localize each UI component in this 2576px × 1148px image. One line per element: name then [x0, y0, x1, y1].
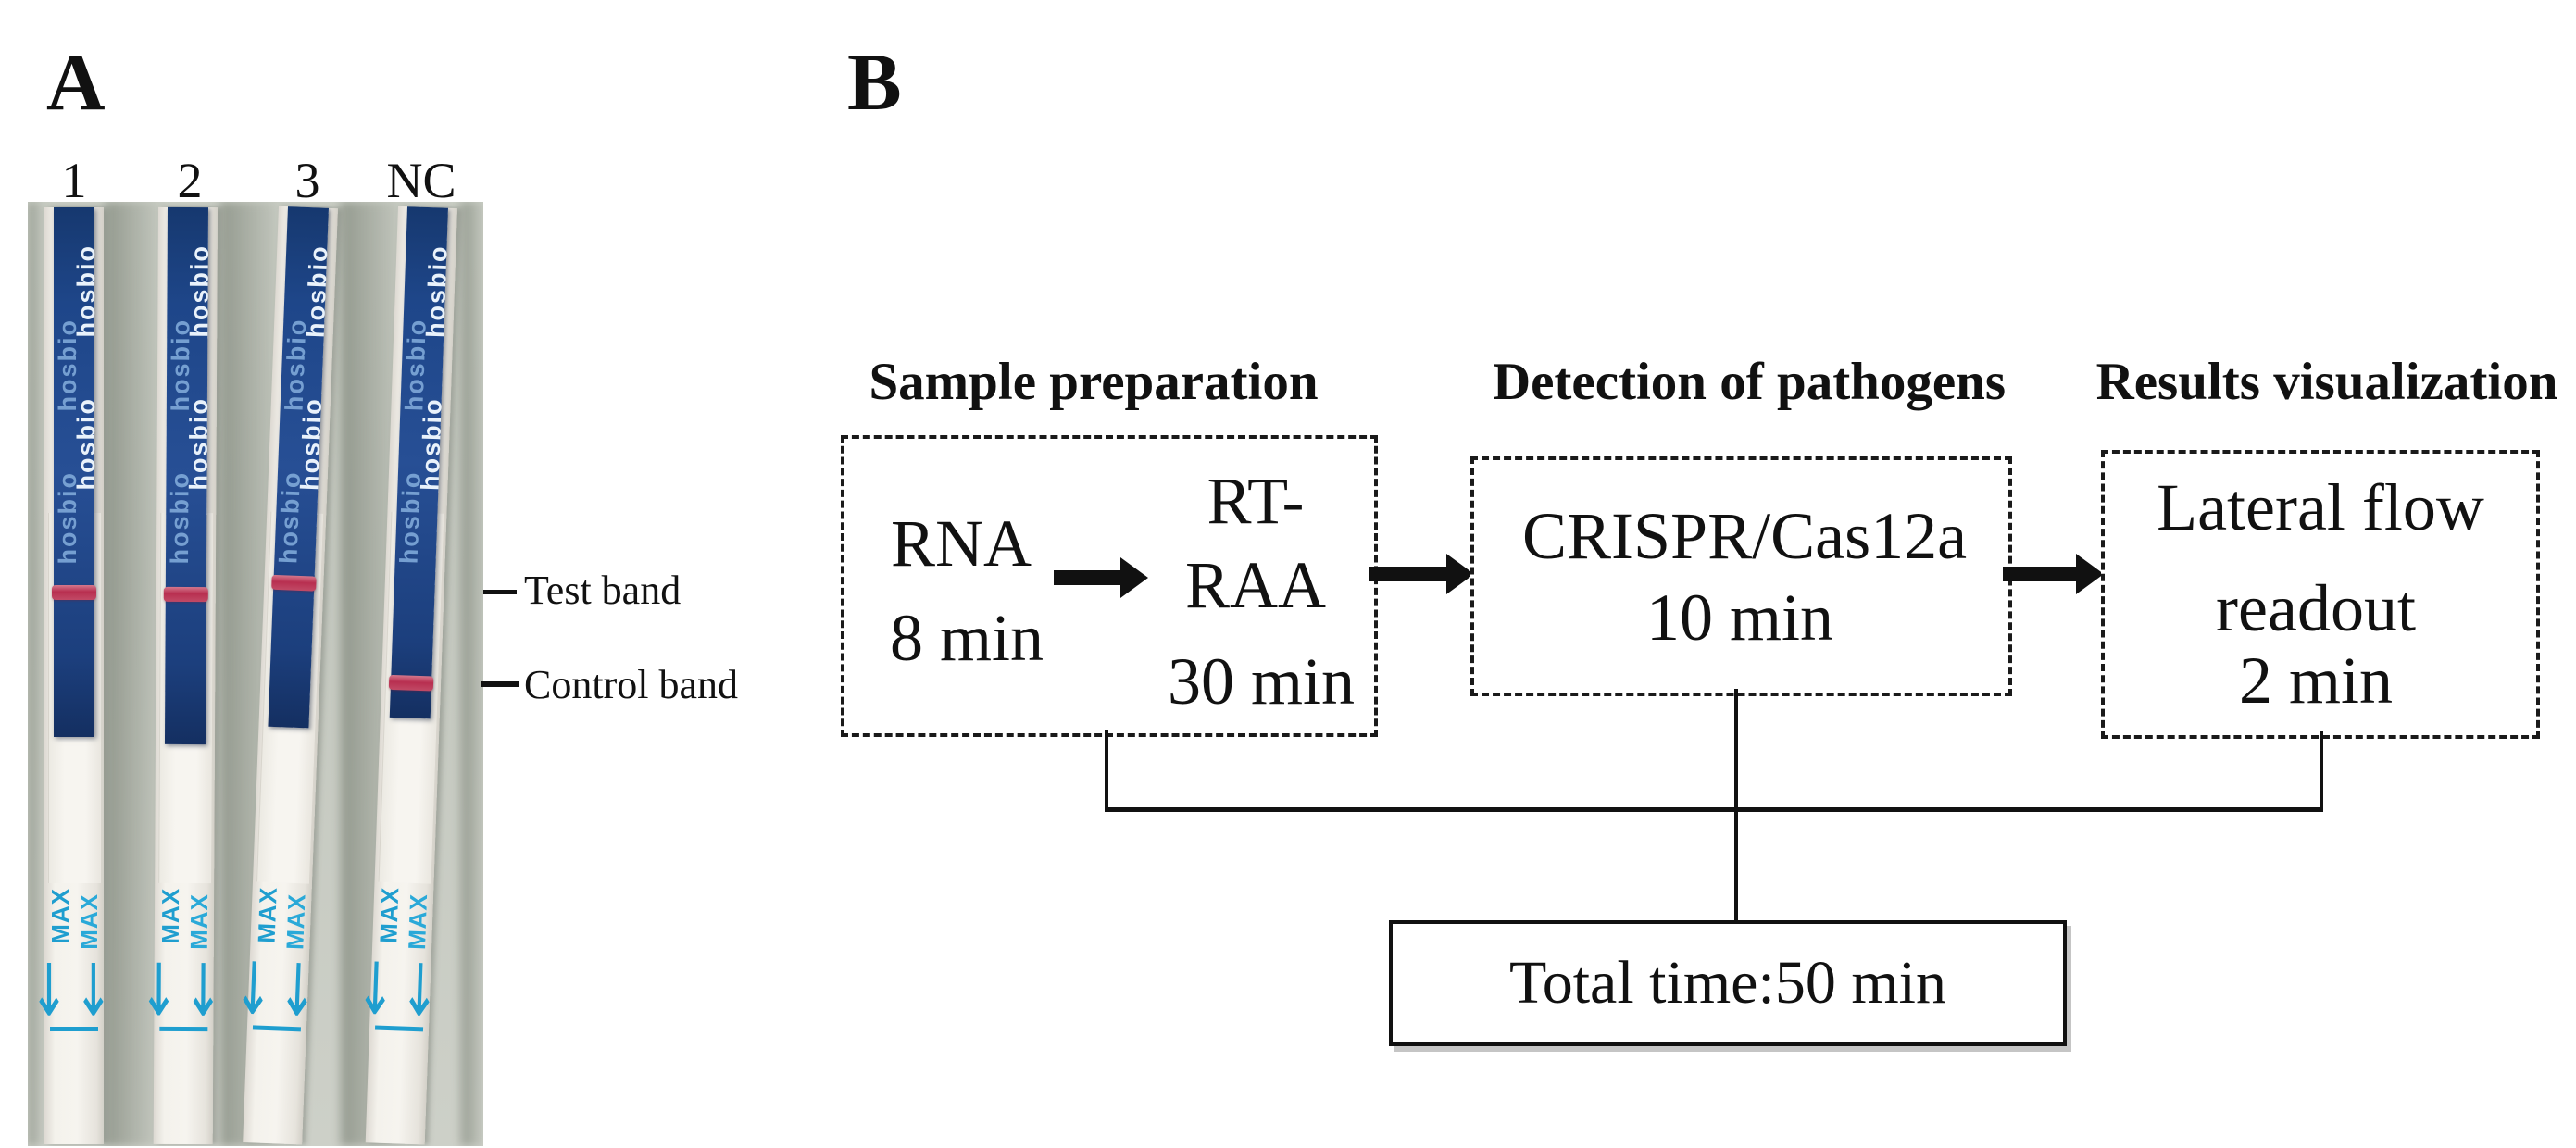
flow-arrow-icon: [2003, 554, 2104, 594]
down-arrows-icon: ↓↓: [30, 948, 119, 1032]
step-crispr: CRISPR/Cas12a: [1521, 499, 1968, 573]
connector-line: [1734, 689, 1738, 922]
strip-label-2: 2: [177, 153, 203, 208]
max-line: [50, 1026, 98, 1031]
stage-heading-results: Results visualization: [2095, 353, 2558, 411]
test-band: [52, 585, 96, 600]
test-band-annotation: Test band: [524, 568, 682, 613]
stage-heading-detection: Detection of pathogens: [1492, 353, 2007, 411]
step-rt-time: 30 min: [1167, 644, 1356, 718]
flow-box-lateral-flow: Lateral flow readout 2 min: [2101, 450, 2540, 739]
step-lateral-flow: Lateral flow: [2157, 470, 2484, 544]
down-arrows-icon: ↓↓: [139, 948, 229, 1033]
flow-box-crispr: CRISPR/Cas12a 10 min: [1470, 456, 2012, 696]
flow-arrow-icon: [1054, 557, 1148, 598]
step-raa: RAA: [1184, 548, 1327, 622]
strip-label-nc: NC: [386, 153, 456, 208]
test-band-pointer-dash: [483, 590, 517, 594]
down-arrows-icon: ↓↓: [355, 946, 446, 1033]
strip-label-3: 3: [294, 153, 320, 208]
connector-line: [1105, 730, 1108, 811]
step-crispr-time: 10 min: [1645, 580, 1834, 655]
test-band: [163, 586, 208, 603]
total-time-box: Total time:50 min: [1389, 920, 2067, 1046]
connector-line: [1105, 807, 2323, 812]
control-band-pointer-dash: [481, 681, 519, 687]
photo-shadow: [106, 202, 159, 1146]
photo-shadow: [461, 202, 483, 1146]
connector-line: [2320, 731, 2323, 811]
step-rt: RT-: [1207, 464, 1305, 538]
total-time-text: Total time:50 min: [1509, 949, 1946, 1017]
step-rna: RNA: [890, 506, 1032, 580]
stage-heading-sample-preparation: Sample preparation: [869, 353, 1319, 411]
step-readout: readout: [2216, 571, 2416, 645]
step-lf-time: 2 min: [2238, 643, 2394, 718]
control-band-annotation: Control band: [524, 662, 738, 707]
panel-b-label: B: [847, 38, 902, 128]
strip-label-1: 1: [61, 153, 87, 208]
control-band: [388, 674, 434, 692]
test-band: [271, 574, 317, 592]
panel-a-label: A: [46, 38, 106, 128]
photo-shadow: [28, 202, 43, 1146]
flow-box-sample-preparation: RNA 8 min RT- RAA 30 min: [841, 435, 1378, 737]
flow-arrow-icon: [1369, 554, 1474, 594]
down-arrows-icon: ↓↓: [231, 946, 325, 1034]
step-rna-time: 8 min: [889, 601, 1044, 675]
